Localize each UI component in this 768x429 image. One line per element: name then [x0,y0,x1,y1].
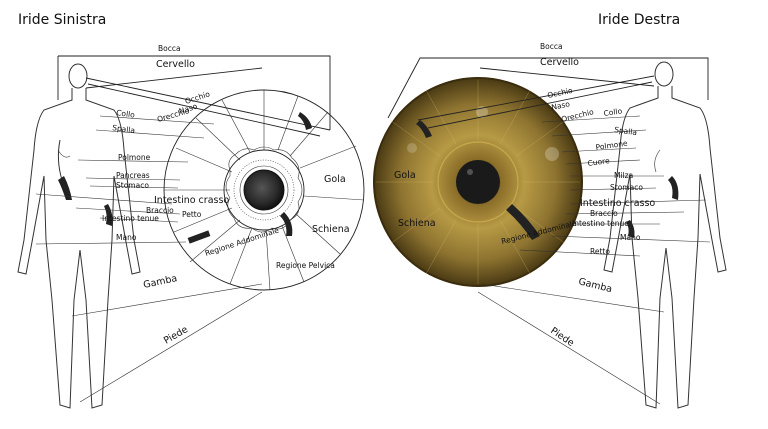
left-label-bocca: Bocca [158,44,181,53]
left-label-schiena: Schiena [312,224,350,235]
right-label-polmone: Polmone [595,139,629,152]
left-label-petto: Petto [182,210,202,219]
left-label-spalla: Spalla [112,123,136,135]
right-label-gamba: Gamba [577,276,613,295]
left-label-intestino-tenue: Intestino tenue [102,214,159,223]
right-label-braccio: Braccio [590,209,618,218]
right-label-cuore: Cuore [587,156,611,168]
title-right: Iride Destra [598,12,680,28]
right-side: Bocca Cervello Occhio Naso Orecchio Coll… [373,42,727,409]
left-label-regione-pelvica: Regione Pelvica [276,261,335,270]
left-stomach-shape [58,176,72,200]
left-label-braccio: Braccio [146,206,174,215]
right-label-cervello: Cervello [540,57,579,68]
left-label-piede: Piede [162,324,190,347]
left-label-collo: Collo [116,108,136,120]
right-label-orecchio: Orecchio [560,107,595,124]
right-label-milza: Milza [614,171,633,180]
right-label-intestino-tenue: Intestino tenue [572,219,629,228]
left-label-mano: Mano [116,233,137,242]
right-body-silhouette [603,61,727,409]
right-label-stomaco: Stomaco [610,183,643,192]
left-label-cervello: Cervello [156,59,195,70]
right-label-schiena: Schiena [398,218,436,229]
left-label-intestino-crasso: Intestino crasso [154,195,229,206]
right-label-intestino-crasso: Intestino crasso [580,198,655,209]
left-label-pancreas: Pancreas [116,171,150,180]
left-leader-lines [35,67,331,403]
left-iris-diagram [163,89,365,291]
left-label-gola: Gola [324,174,346,185]
right-leader-lines [417,67,711,405]
right-iris-pupil [456,160,500,204]
right-label-collo: Collo [603,106,623,118]
left-side: Bocca Cervello Occhio Naso Collo Orecchi… [17,44,365,409]
right-label-naso: Naso [551,99,572,112]
right-iris-photo [373,77,583,287]
right-label-bocca: Bocca [540,42,563,51]
left-body-silhouette [17,63,141,409]
right-label-mano: Mano [620,233,641,242]
right-label-occhio: Occhio [547,86,574,100]
left-label-stomaco: Stomaco [116,181,149,190]
left-iris-pupil [243,169,285,211]
right-label-spalla: Spalla [614,125,638,137]
left-label-gamba: Gamba [142,273,178,291]
right-label-gola: Gola [394,170,416,181]
right-label-piede: Piede [548,325,576,349]
right-label-retto: Retto [590,247,610,256]
left-label-polmone: Polmone [118,153,151,162]
title-left: Iride Sinistra [18,12,106,28]
